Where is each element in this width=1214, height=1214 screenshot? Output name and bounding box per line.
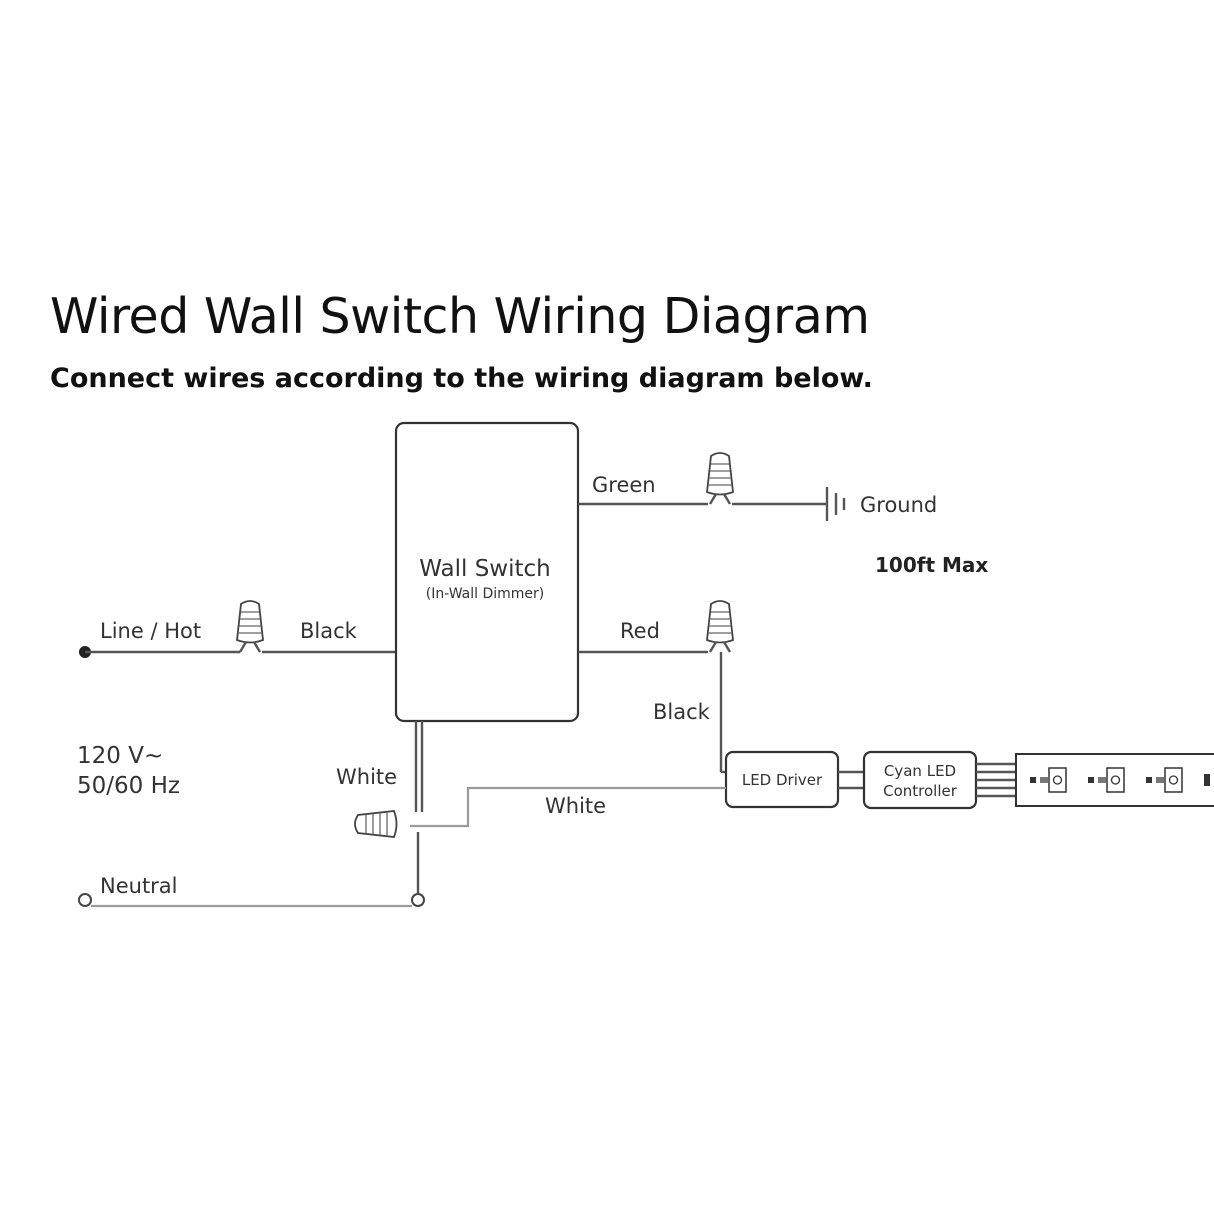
controller-label-line1: Cyan LED — [884, 762, 956, 780]
led-chip-2 — [1088, 767, 1125, 793]
red-label: Red — [620, 619, 660, 643]
page-subtitle: Connect wires according to the wiring di… — [50, 363, 873, 394]
led-chip-1 — [1030, 767, 1067, 793]
green-label: Green — [592, 473, 656, 497]
wire-nut-neutral — [354, 810, 398, 838]
black-out-label: Black — [653, 700, 711, 724]
page-title: Wired Wall Switch Wiring Diagram — [50, 288, 870, 345]
white-switch-label: White — [336, 765, 397, 789]
neutral-terminal — [78, 893, 92, 907]
controller-label-line2: Controller — [883, 782, 958, 800]
neutral-label: Neutral — [100, 874, 178, 898]
wall-switch-label: Wall Switch — [419, 556, 551, 582]
line-hot-label: Line / Hot — [100, 619, 201, 643]
wire-nut-ground — [705, 451, 735, 506]
led-chip-3 — [1146, 767, 1183, 793]
wall-switch-box — [394, 421, 580, 723]
wire-nut-red — [705, 599, 735, 654]
voltage-label: 120 V~ — [77, 743, 163, 769]
led-strip — [1015, 753, 1214, 807]
wire-nut-line — [235, 599, 265, 654]
max-length-label: 100ft Max — [875, 553, 988, 577]
frequency-label: 50/60 Hz — [77, 773, 180, 799]
white-driver-wire — [410, 786, 726, 828]
led-driver-label: LED Driver — [742, 771, 823, 789]
wall-switch-sublabel: (In-Wall Dimmer) — [426, 586, 544, 602]
ground-label: Ground — [860, 493, 937, 517]
neutral-junction — [411, 893, 425, 907]
white-driver-label: White — [545, 794, 606, 818]
led-driver-box — [724, 750, 840, 809]
black-in-label: Black — [300, 619, 358, 643]
controller-strip-wires — [976, 762, 1016, 798]
